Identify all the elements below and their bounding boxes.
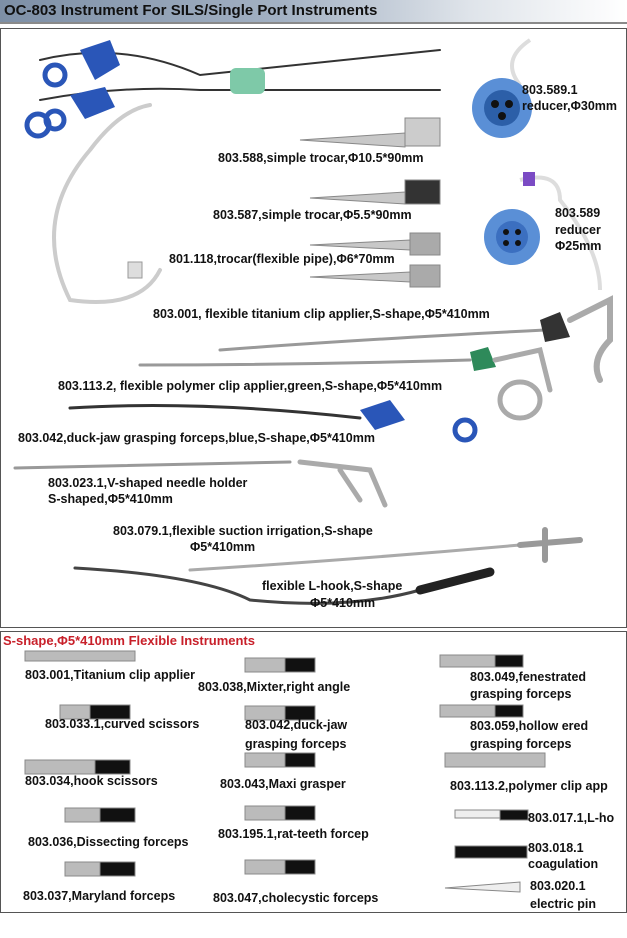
flexible-instruments-title: S-shape,Φ5*410mm Flexible Instruments [3, 633, 255, 648]
label-trocar-10-5: 803.588,simple trocar,Φ10.5*90mm [218, 151, 424, 165]
label-trocar-flexible-pipe: 801.118,trocar(flexible pipe),Φ6*70mm [169, 252, 395, 266]
clip-applier-images [13, 295, 613, 605]
trocar-images [299, 117, 441, 288]
label-hook-scissors: 803.034,hook scissors [25, 774, 158, 788]
label-maxi-grasper: 803.043,Maxi grasper [220, 777, 346, 791]
label-reducer-25-name: reducer [555, 223, 601, 237]
instrument-tip-images [24, 650, 546, 893]
label-duck-jaw-forceps: 803.042,duck-jaw grasping forceps,blue,S… [18, 431, 375, 445]
label-fenestrated-2: grasping forceps [470, 687, 572, 701]
label-reducer-25-code: 803.589 [555, 206, 601, 220]
label-suction-irrigation: 803.079.1,flexible suction irrigation,S-… [113, 524, 373, 538]
label-duck-jaw-2: grasping forceps [245, 737, 347, 751]
label-l-hook-tip: 803.017.1,L-ho [528, 811, 615, 825]
reducer-30-image [472, 38, 532, 138]
label-mixter: 803.038,Mixter,right angle [198, 680, 351, 694]
label-polymer-clip-applier: 803.113.2, flexible polymer clip applier… [58, 379, 443, 393]
label-l-hook: flexible L-hook,S-shape [262, 579, 403, 593]
label-titanium-clip-applier-tip: 803.001,Titanium clip applier [25, 668, 195, 682]
label-coagulation-code: 803.018.1 [528, 841, 584, 855]
label-suction-irrigation-size: Φ5*410mm [190, 540, 256, 554]
label-fenestrated: 803.049,fenestrated [470, 670, 587, 684]
label-reducer-25-size: Φ25mm [555, 239, 602, 253]
label-l-hook-size: Φ5*410mm [310, 596, 376, 610]
label-duck-jaw: 803.042,duck-jaw [245, 718, 348, 732]
label-trocar-5-5: 803.587,simple trocar,Φ5.5*90mm [213, 208, 412, 222]
label-coagulation: coagulation [528, 857, 599, 871]
label-cholecystic-forceps: 803.047,cholecystic forceps [213, 891, 379, 905]
label-hollow-2: grasping forceps [470, 737, 572, 751]
label-needle-holder: 803.023.1,V-shaped needle holder [48, 476, 248, 490]
reducer-25-image [484, 172, 602, 291]
catalog-title: OC-803 Instrument For SILS/Single Port I… [4, 2, 378, 19]
label-maryland-forceps: 803.037,Maryland forceps [23, 889, 176, 903]
label-reducer-30-size: reducer,Φ30mm [522, 99, 618, 113]
label-needle-holder-size: S-shaped,Φ5*410mm [48, 492, 173, 506]
label-hollow: 803.059,hollow ered [470, 719, 589, 733]
catalog-header: OC-803 Instrument For SILS/Single Port I… [0, 0, 627, 24]
label-dissecting-forceps: 803.036,Dissecting forceps [28, 835, 189, 849]
label-curved-scissors: 803.033.1,curved scissors [45, 717, 200, 731]
label-electric-pin-code: 803.020.1 [530, 879, 586, 893]
label-electric-pin: electric pin [530, 897, 596, 911]
label-rat-teeth-forcep: 803.195.1,rat-teeth forcep [218, 827, 369, 841]
label-reducer-30-code: 803.589.1 [522, 83, 578, 97]
label-titanium-clip-applier: 803.001, flexible titanium clip applier,… [153, 307, 490, 321]
single-port-device-image [24, 40, 441, 304]
label-polymer-clip-tip: 803.113.2,polymer clip app [450, 779, 608, 793]
